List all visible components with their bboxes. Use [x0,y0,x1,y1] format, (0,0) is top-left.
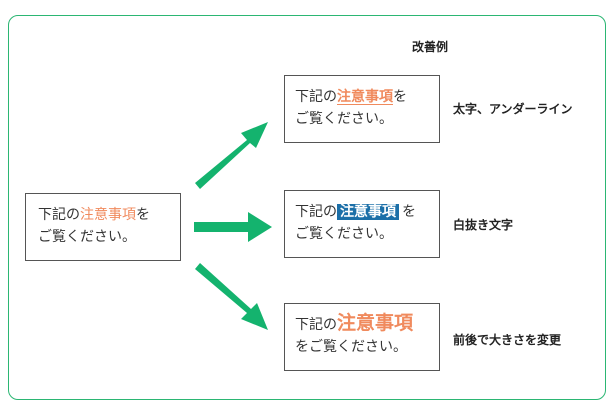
example-size-contrast-box: 下記の注意事項 をご覧ください。 [284,303,440,371]
example3-prefix: 下記の [295,317,337,333]
example-bold-underline-box: 下記の注意事項を ご覧ください。 [284,75,440,143]
arrow-down-right-icon [195,263,268,330]
example2-prefix: 下記の [295,204,337,220]
example3-label: 前後で大きさを変更 [453,333,562,347]
example3-highlight: 注意事項 [337,312,414,334]
example1-prefix: 下記の [295,89,337,105]
content-frame [8,15,606,400]
original-line2: ご覧ください。 [38,229,136,245]
original-highlight: 注意事項 [80,207,136,223]
original-text-box: 下記の注意事項を ご覧ください。 [25,193,181,261]
improvement-heading: 改善例 [412,40,449,54]
example1-label: 太字、アンダーライン [453,102,573,116]
example-reversed-box: 下記の注意事項を ご覧ください。 [284,190,440,258]
original-suffix: を [136,207,150,223]
example2-line2: ご覧ください。 [295,226,393,242]
example1-line2: ご覧ください。 [295,111,393,127]
example3-line2: をご覧ください。 [295,339,407,355]
example2-highlight: 注意事項 [337,204,399,220]
example2-label: 白抜き文字 [453,218,514,232]
example1-suffix: を [393,89,407,105]
arrow-right-icon [194,212,272,242]
example2-suffix: を [402,204,416,220]
original-prefix: 下記の [38,207,80,223]
example1-highlight: 注意事項 [337,89,393,105]
arrow-up-right-icon [195,122,268,189]
